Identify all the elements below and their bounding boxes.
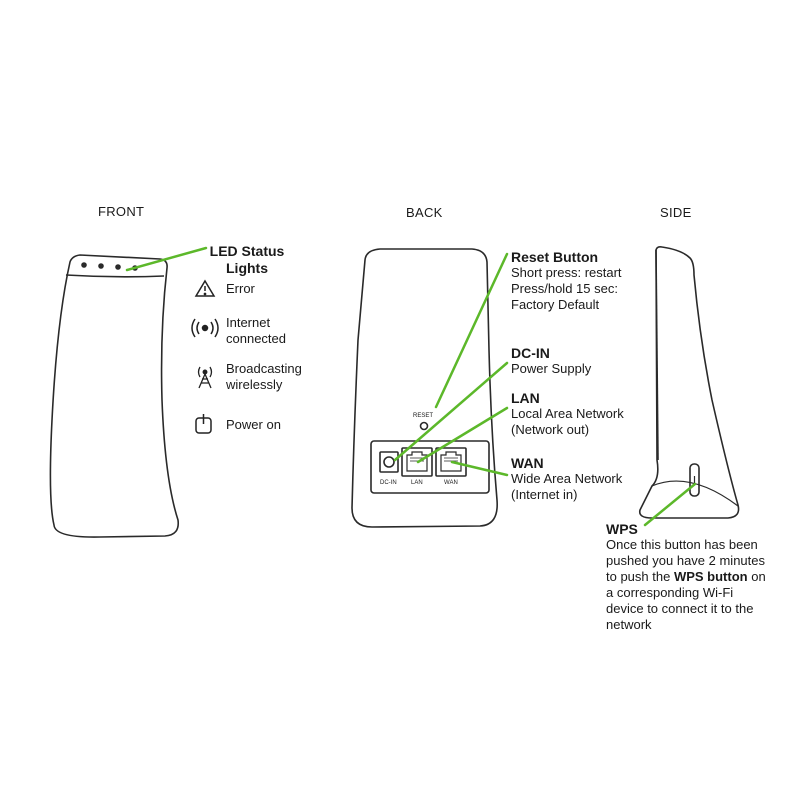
- led-title-line2: Lights: [226, 260, 268, 276]
- led-item-broadcast-line2: wirelessly: [226, 377, 283, 392]
- callout-line-dcin: [393, 361, 509, 462]
- callout-line-led: [125, 246, 208, 272]
- led-item-power: Power on: [226, 417, 281, 432]
- wps-callout-line6: network: [606, 617, 652, 632]
- view-label-front: FRONT: [98, 204, 145, 219]
- wan-callout-title: WAN: [511, 455, 544, 471]
- led-title-line1: LED Status: [209, 243, 285, 259]
- wps-line3-pre: to push the: [606, 569, 674, 584]
- wps-callout-line2: pushed you have 2 minutes: [606, 553, 765, 568]
- warning-triangle-icon: [194, 279, 216, 297]
- front-router-body: [49, 254, 180, 538]
- dcin-callout-title: DC-IN: [511, 345, 550, 361]
- reset-callout-line3: Factory Default: [511, 297, 600, 312]
- wps-button-outline: [689, 463, 700, 497]
- dcin-port-label: DC-IN: [380, 480, 397, 486]
- power-icon: [195, 414, 212, 434]
- side-router-body: [638, 246, 740, 519]
- internet-signal-icon: [191, 318, 219, 338]
- view-label-side: SIDE: [660, 205, 692, 220]
- wps-callout-line3: to push the WPS button on: [606, 569, 766, 585]
- wan-port-label: WAN: [444, 480, 458, 486]
- reset-callout-title: Reset Button: [511, 249, 599, 265]
- lan-callout-title: LAN: [511, 390, 540, 406]
- wps-callout-line4: a corresponding Wi-Fi: [606, 585, 734, 600]
- wan-callout-line2: (Internet in): [511, 487, 578, 502]
- reset-label: RESET: [413, 413, 434, 419]
- wps-callout-title: WPS: [606, 521, 638, 537]
- back-router: [351, 248, 498, 528]
- wan-callout-line1: Wide Area Network: [511, 471, 623, 486]
- led-item-internet-line1: Internet: [226, 315, 271, 330]
- lan-callout-line2: (Network out): [511, 422, 590, 437]
- dcin-callout-line1: Power Supply: [511, 361, 592, 376]
- callout-line-lan: [416, 406, 509, 464]
- wps-callout-line1: Once this button has been: [606, 537, 758, 552]
- callout-line-wps: [643, 482, 697, 527]
- view-label-back: BACK: [406, 205, 443, 220]
- callout-line-reset: [434, 252, 509, 409]
- callout-line-wan: [450, 460, 509, 477]
- back-router-body: [351, 248, 498, 528]
- lan-port-label: LAN: [411, 480, 423, 486]
- broadcast-tower-icon: [197, 366, 213, 389]
- reset-callout-line2: Press/hold 15 sec:: [511, 281, 618, 296]
- led-item-broadcast-line1: Broadcasting: [226, 361, 302, 376]
- reset-hole: [419, 421, 429, 431]
- callout-lines: [125, 246, 697, 527]
- wps-line3-post: on: [747, 569, 766, 584]
- lan-callout-line1: Local Area Network: [511, 406, 624, 421]
- wps-callout-line5: device to connect it to the: [606, 601, 754, 616]
- led-item-error: Error: [226, 281, 255, 296]
- front-router: [49, 254, 180, 538]
- side-router: [638, 246, 740, 519]
- port-panel: [370, 440, 490, 494]
- reset-callout-line1: Short press: restart: [511, 265, 622, 280]
- front-router-top-edge: [65, 274, 165, 278]
- wps-line3-bold: WPS button: [673, 569, 748, 584]
- led-item-internet-line2: connected: [226, 331, 286, 346]
